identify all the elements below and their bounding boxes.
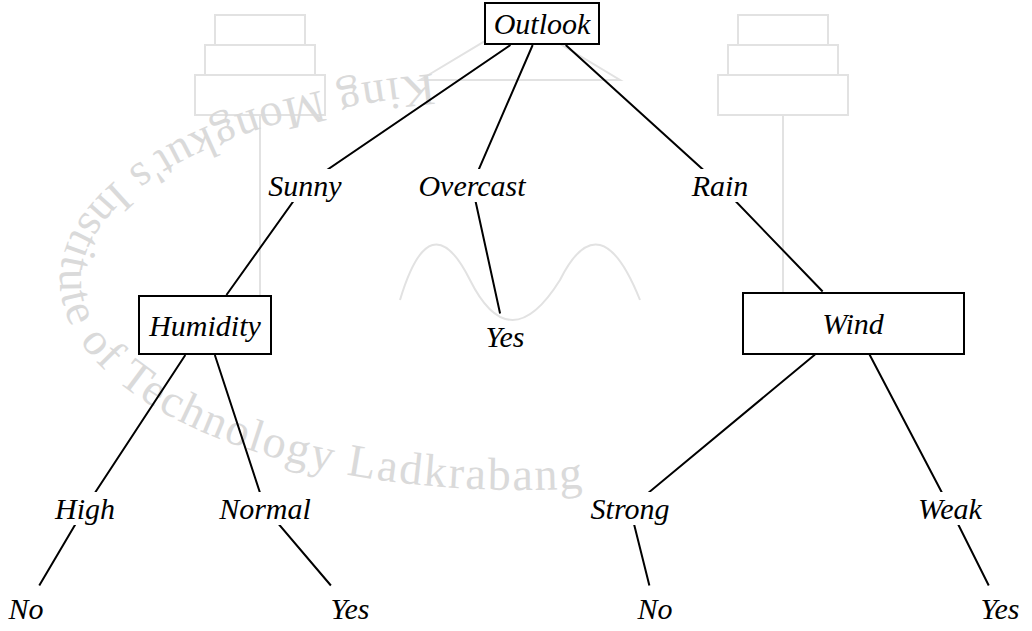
pagoda-tier [215, 15, 305, 45]
branch-line [870, 355, 989, 586]
emblem-curl [400, 244, 640, 320]
pagoda-tier [718, 75, 848, 115]
branch-line [39, 355, 185, 586]
watermark-text: King Mongkut's Institute of Technology L… [50, 64, 585, 500]
class-label: No [637, 592, 672, 625]
leaf-class: Yes [979, 592, 1022, 625]
pagoda-tier [728, 45, 838, 75]
leaf-class: Yes [484, 320, 527, 353]
pagoda-tier [205, 45, 315, 75]
watermark-group: King Mongkut's Institute of Technology L… [50, 64, 585, 500]
attribute-name: Outlook [494, 7, 591, 40]
attribute-box: Humidity [138, 295, 272, 355]
attribute-box: Wind [742, 292, 965, 355]
class-label: No [8, 592, 43, 625]
leaf-class: No [635, 592, 674, 625]
branch-line [630, 355, 815, 586]
pagoda-pole [782, 115, 784, 300]
branch-line [566, 45, 823, 292]
class-label: Yes [331, 592, 370, 625]
branch-value: Weak [914, 492, 986, 525]
class-label: Yes [981, 592, 1020, 625]
branch-value: Strong [587, 492, 674, 525]
branch-value: Sunny [264, 169, 345, 202]
attribute-box: Outlook [484, 2, 601, 45]
branch-value: High [51, 492, 119, 525]
attribute-name: Humidity [149, 309, 261, 342]
branch-line [215, 355, 331, 586]
attribute-name: Wind [822, 307, 884, 340]
branch-value: Rain [688, 169, 753, 202]
leaf-class: No [6, 592, 45, 625]
leaf-class: Yes [329, 592, 372, 625]
branch-value: Overcast [414, 169, 529, 202]
branch-value: Normal [215, 492, 315, 525]
class-label: Yes [486, 320, 525, 353]
pagoda-tier [738, 15, 828, 45]
